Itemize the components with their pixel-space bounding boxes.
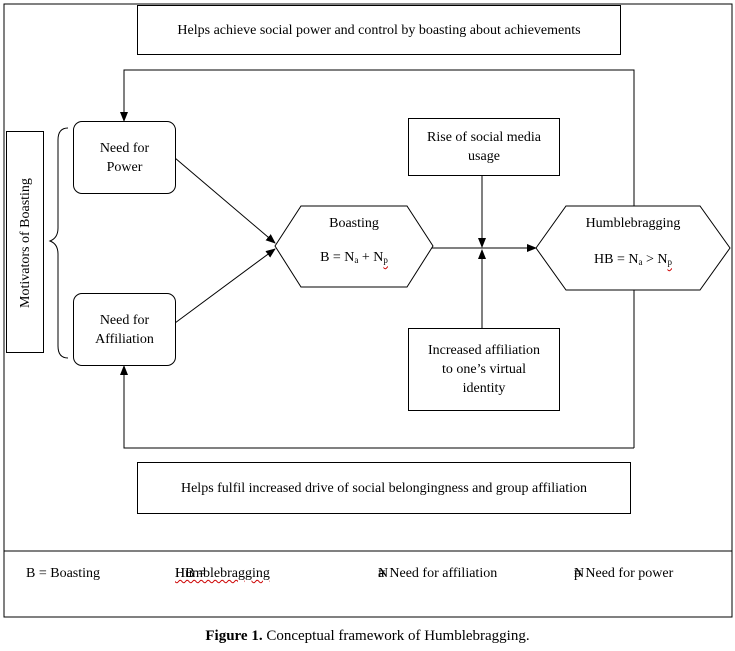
bottom-note-box: Helps fulfil increased drive of social b…	[137, 462, 631, 514]
legend-np-n-letter: N	[574, 566, 585, 581]
need-power-line2: Power	[106, 159, 143, 175]
figure-caption: Figure 1. Conceptual framework of Humble…	[0, 628, 735, 645]
humblebragging-formula-mid: > N	[642, 252, 668, 267]
legend-na-rest: = Need for affiliation	[378, 566, 498, 581]
motivators-brace	[48, 127, 69, 359]
humblebragging-title: Humblebragging	[585, 216, 681, 231]
legend-np-rest: = Need for power	[574, 566, 674, 581]
top-note-box: Helps achieve social power and control b…	[137, 5, 621, 55]
caption-text: Conceptual framework of Humblebragging.	[262, 628, 530, 644]
power-to-boasting-arrow	[174, 157, 276, 244]
social-media-line1: Rise of social media	[427, 130, 541, 145]
boasting-formula: B = Na + Np	[301, 248, 407, 270]
humblebragging-formula-sub-a: a	[638, 257, 643, 267]
legend-hb-word: Humblebragging	[175, 566, 270, 581]
motivators-box: Motivators of Boasting	[6, 131, 44, 353]
virtual-identity-box: Increased affiliation to one’s virtual i…	[408, 328, 560, 411]
humblebragging-formula-sub-p: p	[667, 257, 672, 267]
top-note-text: Helps achieve social power and control b…	[177, 22, 581, 38]
virtual-identity-line2: to one’s virtual	[442, 362, 526, 377]
humblebragging-formula: HB = Na > Np	[566, 250, 700, 272]
legend-na-n: N	[378, 566, 389, 581]
bottom-note-text: Helps fulfil increased drive of social b…	[180, 480, 588, 496]
humblebragging-hexagon	[535, 205, 731, 291]
need-power-line1: Need for	[99, 140, 150, 156]
virtual-identity-line3: identity	[462, 381, 506, 396]
boasting-formula-prefix: B = N	[320, 250, 355, 265]
boasting-formula-sub-a: a	[354, 255, 359, 265]
outer-frame	[3, 3, 733, 618]
need-affiliation-line1: Need for	[99, 312, 150, 328]
legend-boasting: B = Boasting	[26, 566, 101, 581]
boasting-formula-sub-p: p	[383, 255, 388, 265]
legend-na-sub: a	[378, 566, 385, 581]
bottom-loop-arrow	[120, 365, 634, 449]
affiliation-to-boasting-arrow	[174, 248, 276, 324]
motivators-label: Motivators of Boasting	[18, 178, 33, 308]
virtual-identity-line1: Increased affiliation	[427, 343, 541, 358]
social-media-box: Rise of social media usage	[408, 118, 560, 176]
boasting-formula-mid: + N	[358, 250, 384, 265]
social-media-line2: usage	[468, 149, 500, 164]
need-affiliation-line2: Affiliation	[95, 331, 154, 347]
need-affiliation-box: Need for Affiliation	[73, 293, 176, 366]
legend-hb-prefix: HB =	[175, 566, 206, 581]
caption-label: Figure 1.	[205, 628, 263, 644]
humblebragging-formula-prefix: HB = N	[594, 252, 639, 267]
boasting-hexagon	[274, 205, 434, 288]
need-power-box: Need for Power	[73, 121, 176, 194]
legend-np-sub: p	[574, 566, 581, 581]
boasting-title: Boasting	[329, 216, 379, 231]
